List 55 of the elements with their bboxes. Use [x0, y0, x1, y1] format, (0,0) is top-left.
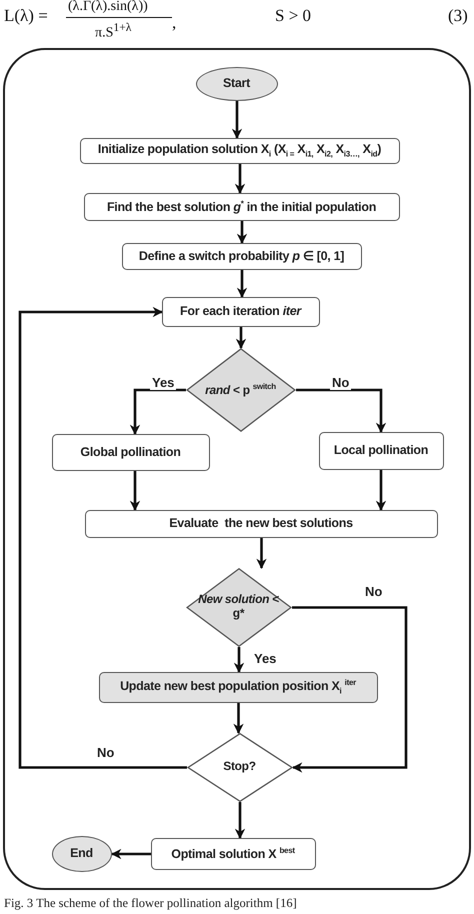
arrow: [236, 270, 248, 298]
node-text: Stop?: [222, 760, 257, 774]
process-box: [52, 434, 210, 470]
process-box: [84, 192, 400, 220]
process-box: [162, 296, 320, 326]
node-text: rand < p $^{switch}$: [204, 382, 277, 398]
node-text: Evaluate the new best solutions: [169, 516, 353, 531]
arrow: [232, 101, 242, 140]
arrow: [234, 164, 246, 194]
arrow: [256, 538, 267, 570]
node-text: Initialize population solution X$_{i}$ (X$_{i =}$ X$_{i1,}$ X$_{i2,}$ X$_{i3…,}$ X$_{id}$): [98, 142, 382, 159]
node-text: End: [70, 846, 93, 861]
node-text: Optimal solution X $^{best}$: [171, 846, 295, 862]
decision-diamond: [186, 348, 296, 432]
equation-text: π.S$^{1+λ}$: [95, 22, 132, 41]
arrow: [233, 703, 244, 734]
node-text: Define a switch probability p ∈ [0, 1]: [138, 248, 344, 264]
edge-label: Yes: [252, 652, 278, 666]
arrow: [236, 221, 248, 244]
equation-text: (λ.Γ(λ).sin(λ)): [68, 0, 148, 14]
node-text: Global pollination: [80, 444, 181, 460]
process-box: [122, 242, 362, 270]
process-box: [80, 138, 400, 164]
edge-label: Yes: [150, 376, 176, 390]
decision-diamond: [186, 568, 292, 646]
edge-label: No: [95, 746, 116, 760]
node-text: Local pollination: [334, 443, 428, 458]
caption: Fig. 3 The scheme of the flower pollination algorithm [16]: [4, 896, 297, 911]
arrow: [130, 388, 186, 436]
arrow: [110, 848, 151, 860]
decision-diamond: [186, 732, 292, 802]
arrow: [130, 471, 140, 512]
process-box: [84, 510, 438, 538]
terminal-ellipse: [52, 836, 112, 872]
arrow: [292, 606, 408, 773]
equation-text: L(λ) =: [4, 7, 48, 24]
edge-label: No: [363, 585, 384, 600]
equation-text: (3): [448, 7, 468, 24]
node-text: New solution < g*: [197, 593, 280, 621]
arrow: [18, 306, 187, 769]
arrow: [296, 388, 386, 434]
node-text: Find the best solution g$^{*}$ in the initial population: [106, 198, 376, 214]
process-box: [98, 672, 378, 702]
arrow: [234, 802, 246, 840]
process-box: [150, 838, 316, 870]
arrow: [236, 327, 246, 350]
equation-text: S > 0: [275, 7, 312, 24]
edge-label: No: [330, 376, 352, 390]
node-text: Start: [223, 76, 250, 91]
flowchart-frame: [3, 48, 471, 890]
equation-text: ,: [172, 14, 176, 31]
process-box: [318, 432, 444, 470]
node-text: For each iteration iter: [180, 304, 301, 319]
arrow: [234, 647, 244, 674]
arrow: [376, 470, 386, 512]
